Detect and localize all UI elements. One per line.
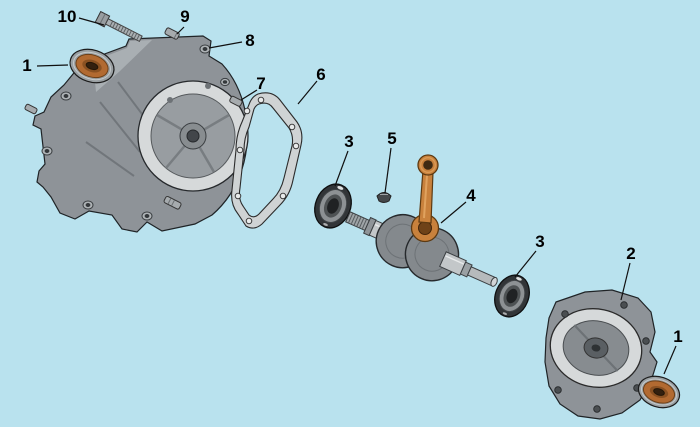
part-label-1-right: 1 — [673, 327, 682, 346]
shaft-thread-lines — [348, 213, 367, 229]
part-label-8: 8 — [245, 31, 254, 50]
bearing-highlight-2 — [502, 312, 507, 315]
bolt-head-facet — [99, 13, 106, 25]
leader-line-3-left — [334, 150, 349, 187]
shaft-end-cap — [490, 276, 498, 287]
connecting-rod — [410, 154, 440, 243]
bearing-highlight — [516, 277, 522, 281]
part-oil-seal-left-1 — [69, 48, 115, 84]
part-key-5 — [376, 192, 392, 203]
part-label-9: 9 — [180, 7, 189, 26]
gasket-bolt-holes — [234, 96, 300, 225]
leader-line-6 — [297, 80, 318, 105]
part-bearing-left-3 — [314, 183, 352, 229]
leader-line-5 — [384, 147, 392, 194]
part-bearing-right-3 — [494, 274, 530, 318]
part-label-3-right: 3 — [535, 232, 544, 251]
leader-line-10 — [78, 17, 105, 26]
right-case-hub-hole — [591, 344, 601, 352]
seal-bore — [653, 388, 665, 396]
part-label-3-left: 3 — [344, 132, 353, 151]
stud-thread — [167, 198, 172, 205]
bearing-highlight — [337, 186, 344, 190]
bearing-highlight-2 — [323, 223, 328, 226]
leader-lines — [36, 17, 677, 375]
bearing-bore — [327, 198, 339, 214]
leader-line-2 — [620, 262, 631, 301]
part-label-6: 6 — [316, 65, 325, 84]
leader-line-7 — [240, 89, 258, 101]
pin-body — [24, 103, 38, 115]
part-label-7: 7 — [256, 74, 265, 93]
rod-small-end-hole — [423, 160, 433, 170]
part-label-4: 4 — [466, 186, 476, 205]
left-case-bolt-bosses — [41, 44, 230, 221]
part-left-crankcase-half — [32, 35, 249, 233]
pin-body — [229, 95, 243, 107]
left-case-hub-hole — [186, 129, 200, 143]
leader-line-9 — [176, 26, 185, 35]
bolt-threads — [109, 21, 140, 40]
right-case-flange — [549, 308, 643, 388]
stud-thread — [171, 200, 175, 206]
part-gasket-6 — [231, 92, 303, 229]
part-oil-seal-right-1 — [637, 375, 681, 409]
seal-rim-highlight — [72, 51, 112, 81]
leader-line-1-right — [663, 345, 677, 375]
leader-line-4 — [440, 201, 467, 224]
rod-shaft-highlight — [423, 174, 428, 219]
left-case-face-hole-1 — [205, 83, 211, 89]
seal-rim-highlight — [640, 378, 678, 406]
leader-line-8 — [208, 41, 243, 49]
part-crankshaft-4 — [345, 154, 498, 287]
part-label-1-left: 1 — [22, 56, 31, 75]
leader-line-3-right — [514, 250, 537, 278]
bearing-bore — [506, 288, 518, 304]
part-label-5: 5 — [387, 129, 396, 148]
part-pin-7 — [229, 95, 243, 107]
left-case-face-hole-2 — [167, 97, 173, 103]
rod-small-end-rim — [420, 156, 437, 173]
journal-highlight-2 — [445, 255, 465, 265]
leader-line-1-left — [36, 64, 69, 67]
right-case-bolt-holes — [554, 301, 650, 413]
part-labels: 10 9 8 1 7 6 3 5 4 3 2 1 — [22, 7, 682, 346]
part-label-10: 10 — [58, 7, 77, 26]
part-right-crankcase-half — [544, 289, 658, 420]
seal-bore — [85, 61, 99, 71]
part-stud-bottom — [163, 195, 182, 210]
part-pin-small-left — [24, 103, 38, 115]
part-label-2: 2 — [626, 244, 635, 263]
